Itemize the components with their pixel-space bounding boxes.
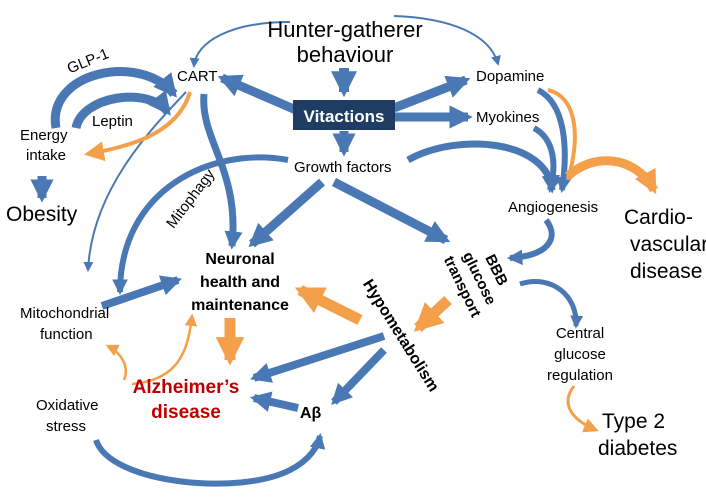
label-central-line3: regulation (547, 367, 613, 384)
label-hunter-line1: Hunter-gatherer (267, 17, 422, 42)
arrow-leptin-loop (71, 90, 172, 130)
label-alz-line1: Alzheimer’s (133, 377, 240, 398)
arrow-myokines-to-angio (532, 125, 561, 194)
label-angiogenesis: Angiogenesis (508, 199, 598, 216)
label-hypometabolism: Hypometabolism (359, 277, 442, 395)
label-central-line2: glucose (554, 346, 606, 363)
label-cart: CART (177, 68, 218, 85)
arrow-cart-to-mito (83, 91, 187, 272)
label-mito-line1: Mitochondrial (20, 305, 109, 322)
label-energy-line2: intake (26, 147, 66, 164)
arrow-dopamine-inhibit (547, 88, 577, 181)
label-neuronal-line2: health and (200, 274, 280, 291)
arrow-dopamine-to-angio (536, 87, 572, 194)
blue-arrows (30, 67, 584, 487)
arc-hunter-to-cart (189, 21, 291, 68)
arrow-mito-to-neuronal (100, 275, 182, 310)
label-bbb-group: BBB glucose transport (440, 249, 511, 320)
arrow-growth-to-neuronal (248, 178, 325, 248)
label-neuronal-line1: Neuronal (205, 251, 274, 268)
arrow-oxidative-to-abeta (93, 432, 326, 487)
label-t2d-line1: Type 2 (602, 410, 665, 433)
orange-arrows (84, 88, 658, 433)
label-oxidative-line2: stress (46, 418, 86, 435)
arrow-hypo-to-alz (250, 332, 386, 383)
label-cardio-line2: vascular (630, 233, 706, 256)
label-cardio-line1: Cardio- (624, 206, 693, 229)
label-oxidative-line1: Oxidative (36, 397, 99, 414)
label-energy-line1: Energy (20, 127, 68, 144)
arrow-growth-to-angio (406, 140, 560, 194)
label-neuronal-line3: maintenance (191, 297, 289, 314)
arrow-glp1-loop (50, 67, 178, 129)
arrow-vitactions-to-cart (217, 73, 298, 115)
arc-hunter-to-dopamine (393, 15, 501, 66)
arrow-central-to-t2d (566, 385, 599, 433)
vitactions-box (293, 100, 395, 130)
arrow-hypo-to-abeta (331, 347, 387, 405)
label-cardio-line3: disease (630, 260, 702, 283)
arrow-growth-to-bbb (331, 178, 451, 244)
arrow-growth-to-mito (112, 154, 289, 296)
label-hunter-line2: behaviour (297, 42, 394, 67)
label-abeta: Aβ (300, 405, 322, 422)
label-t2d-line2: diabetes (598, 437, 677, 460)
label-vitactions: Vitactions (304, 107, 385, 126)
arrow-vitactions-to-dopamine (392, 75, 471, 113)
arrow-cart-to-energy (84, 91, 192, 162)
arrow-hypo-to-neuronal (294, 285, 363, 325)
label-alz-line2: disease (151, 402, 221, 423)
label-obesity: Obesity (6, 203, 78, 226)
label-leptin: Leptin (92, 113, 133, 130)
arrow-cart-to-neuronal (200, 93, 243, 250)
label-myokines: Myokines (476, 109, 539, 126)
label-central-line1: Central (556, 325, 604, 342)
arrow-bbb-to-central (519, 279, 584, 329)
arrow-angio-to-cardio (564, 156, 658, 195)
arrow-oxidative-to-neuronal (131, 313, 198, 386)
arrow-angio-to-bbb (506, 218, 555, 266)
arrow-bbb-to-hypo (413, 295, 452, 333)
label-dopamine: Dopamine (476, 68, 544, 85)
label-mito-line2: function (40, 326, 93, 343)
arrow-oxidative-to-mito (105, 344, 127, 381)
label-growth-factors: Growth factors (294, 159, 392, 176)
arrow-abeta-to-alz (249, 391, 299, 412)
